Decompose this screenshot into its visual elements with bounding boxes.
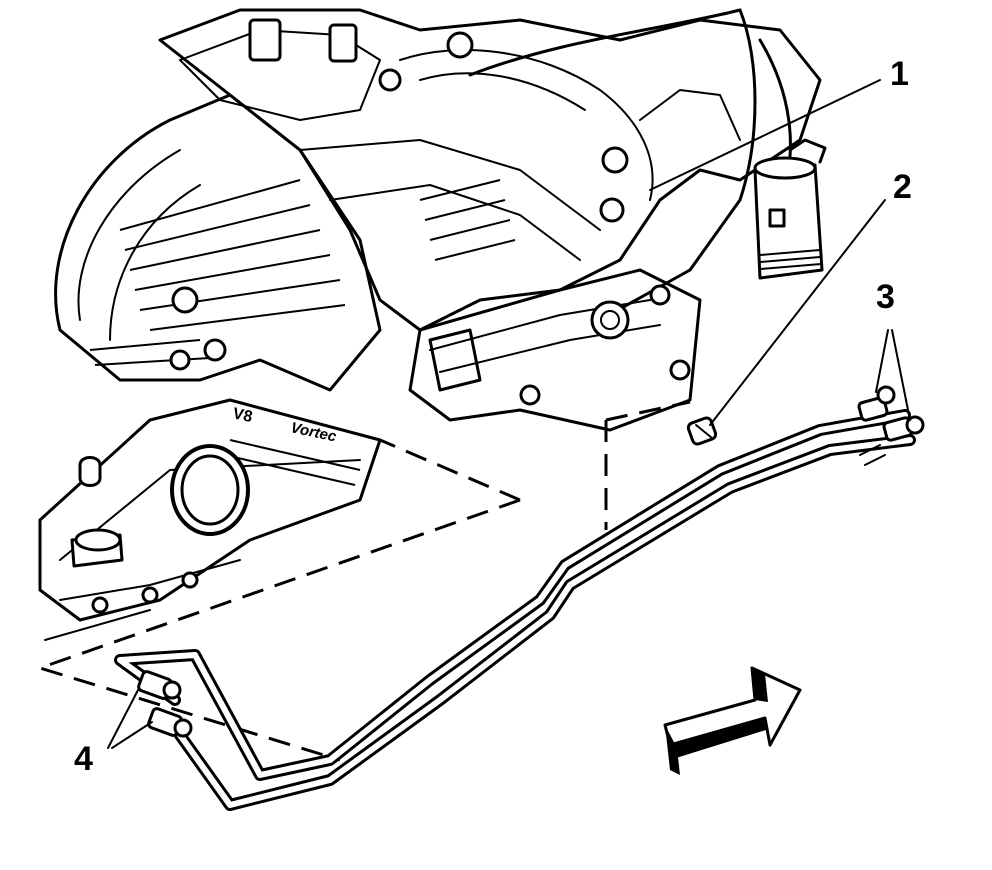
oil-cooler-lines [114,385,925,811]
fitting-right-upper [857,385,896,422]
cooler-line-outer-inner [117,412,908,778]
engine-assembly: V8 Vortec [38,8,827,641]
fitting-left-upper [137,670,182,700]
engine-marking-vortec: Vortec [289,419,338,445]
transmission-bellhousing [54,93,382,392]
callout-1: 1 [890,55,909,93]
fitting-engine-port [686,416,718,446]
oil-pan: V8 Vortec [38,398,382,641]
direction-arrow-icon [663,666,802,775]
fitting-left-lower [147,707,193,738]
cooler-line-inner-core [177,437,913,808]
engine-marking-v8: V8 [231,405,254,426]
oil-filter [753,138,827,280]
locator-outline [35,400,691,762]
engine-block-upper [158,8,822,432]
callout-2: 2 [893,168,912,206]
callout-4: 4 [74,740,93,778]
callout-leaders [107,79,911,749]
fitting-right-lower [882,415,925,442]
callout-3: 3 [876,278,895,316]
